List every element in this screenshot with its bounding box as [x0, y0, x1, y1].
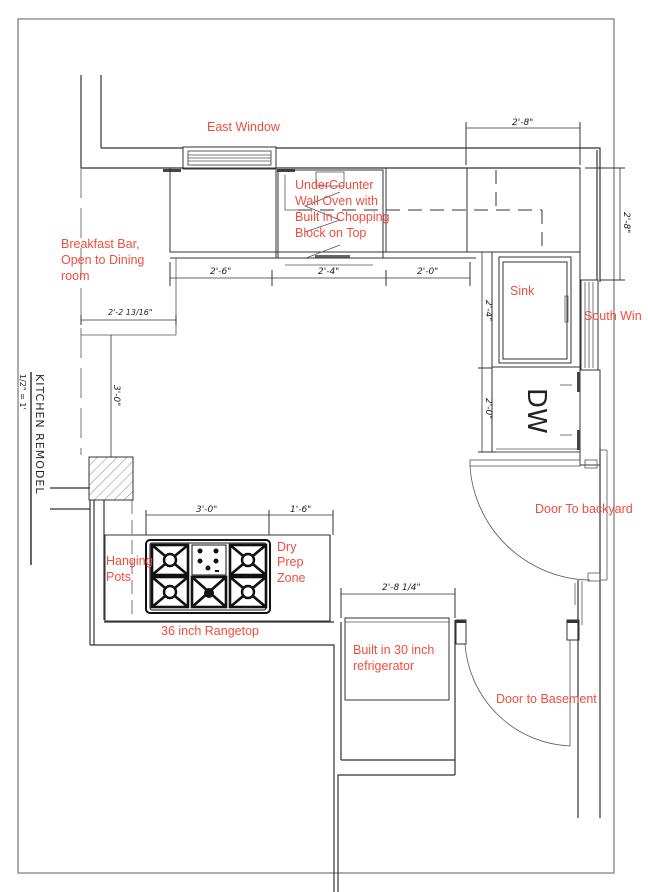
top-cabinet-run: [169, 167, 581, 266]
label-door-basement: Door to Basement: [496, 692, 597, 706]
label-line: Wall Oven with: [295, 194, 378, 208]
dimension-lines: [80, 122, 625, 618]
refrigerator: [344, 617, 450, 701]
label-line: Dry: [277, 540, 297, 554]
door-basement: [455, 619, 580, 747]
door-backyard: [469, 459, 601, 625]
dim-dw: 2'-0": [483, 398, 493, 419]
label-dry-prep: Dry Prep Zone: [277, 540, 307, 585]
breakfast-bar: [81, 258, 177, 336]
rangetop-counter: [104, 500, 331, 622]
label-line: Open to Dining: [61, 253, 144, 267]
dim-cab-1: 2'-6": [210, 267, 231, 277]
label-undercounter-oven: UnderCounter Wall Oven with Built in Cho…: [295, 178, 393, 240]
label-east-window: East Window: [207, 120, 281, 134]
dim-range: 3'-0": [196, 505, 217, 515]
dim-fridge: 2'-8 1/4": [382, 583, 421, 593]
dim-sink: 2'-4": [483, 300, 493, 321]
label-breakfast-bar: Breakfast Bar, Open to Dining room: [61, 237, 148, 283]
dim-top-right: 2'-8": [512, 118, 533, 128]
sink-run: DW: [491, 251, 581, 453]
label-line: Block on Top: [295, 226, 366, 240]
label-refrigerator: Built in 30 inch refrigerator: [353, 643, 438, 673]
dim-prep: 1'-6": [290, 505, 311, 515]
drawing-scale: 1/2" = 1': [18, 374, 27, 410]
label-south-window: South Win: [584, 309, 642, 323]
east-window: [163, 146, 295, 172]
label-line: Hanging: [106, 554, 153, 568]
label-sink: Sink: [510, 284, 535, 298]
drawing-title: KITCHEN REMODEL: [33, 374, 46, 494]
hatched-pier: [88, 456, 134, 501]
label-door-backyard: Door To backyard: [535, 502, 633, 516]
label-line: UnderCounter: [295, 178, 374, 192]
dim-cab-2: 2'-4": [318, 267, 339, 277]
sheet-border: [17, 18, 615, 874]
label-line: refrigerator: [353, 659, 414, 673]
dim-right-depth: 2'-8": [621, 212, 631, 233]
label-line: Zone: [277, 571, 306, 585]
label-line: Pots: [106, 570, 131, 584]
label-line: Built in Chopping: [295, 210, 390, 224]
south-window: [579, 279, 601, 466]
rangetop-icon: [145, 539, 271, 614]
dim-bar-width: 2'-2 13/16": [108, 308, 153, 317]
label-line: Prep: [277, 555, 303, 569]
dim-cab-3: 2'-0": [417, 267, 438, 277]
label-rangetop: 36 inch Rangetop: [161, 624, 259, 638]
title-block: KITCHEN REMODEL 1/2" = 1': [18, 372, 46, 565]
label-line: room: [61, 269, 89, 283]
label-line: Breakfast Bar,: [61, 237, 140, 251]
dishwasher-label: DW: [521, 388, 551, 434]
dim-bar-clearance: 3'-0": [111, 385, 121, 406]
label-hanging-pots: Hanging Pots: [106, 554, 156, 584]
label-line: Built in 30 inch: [353, 643, 434, 657]
